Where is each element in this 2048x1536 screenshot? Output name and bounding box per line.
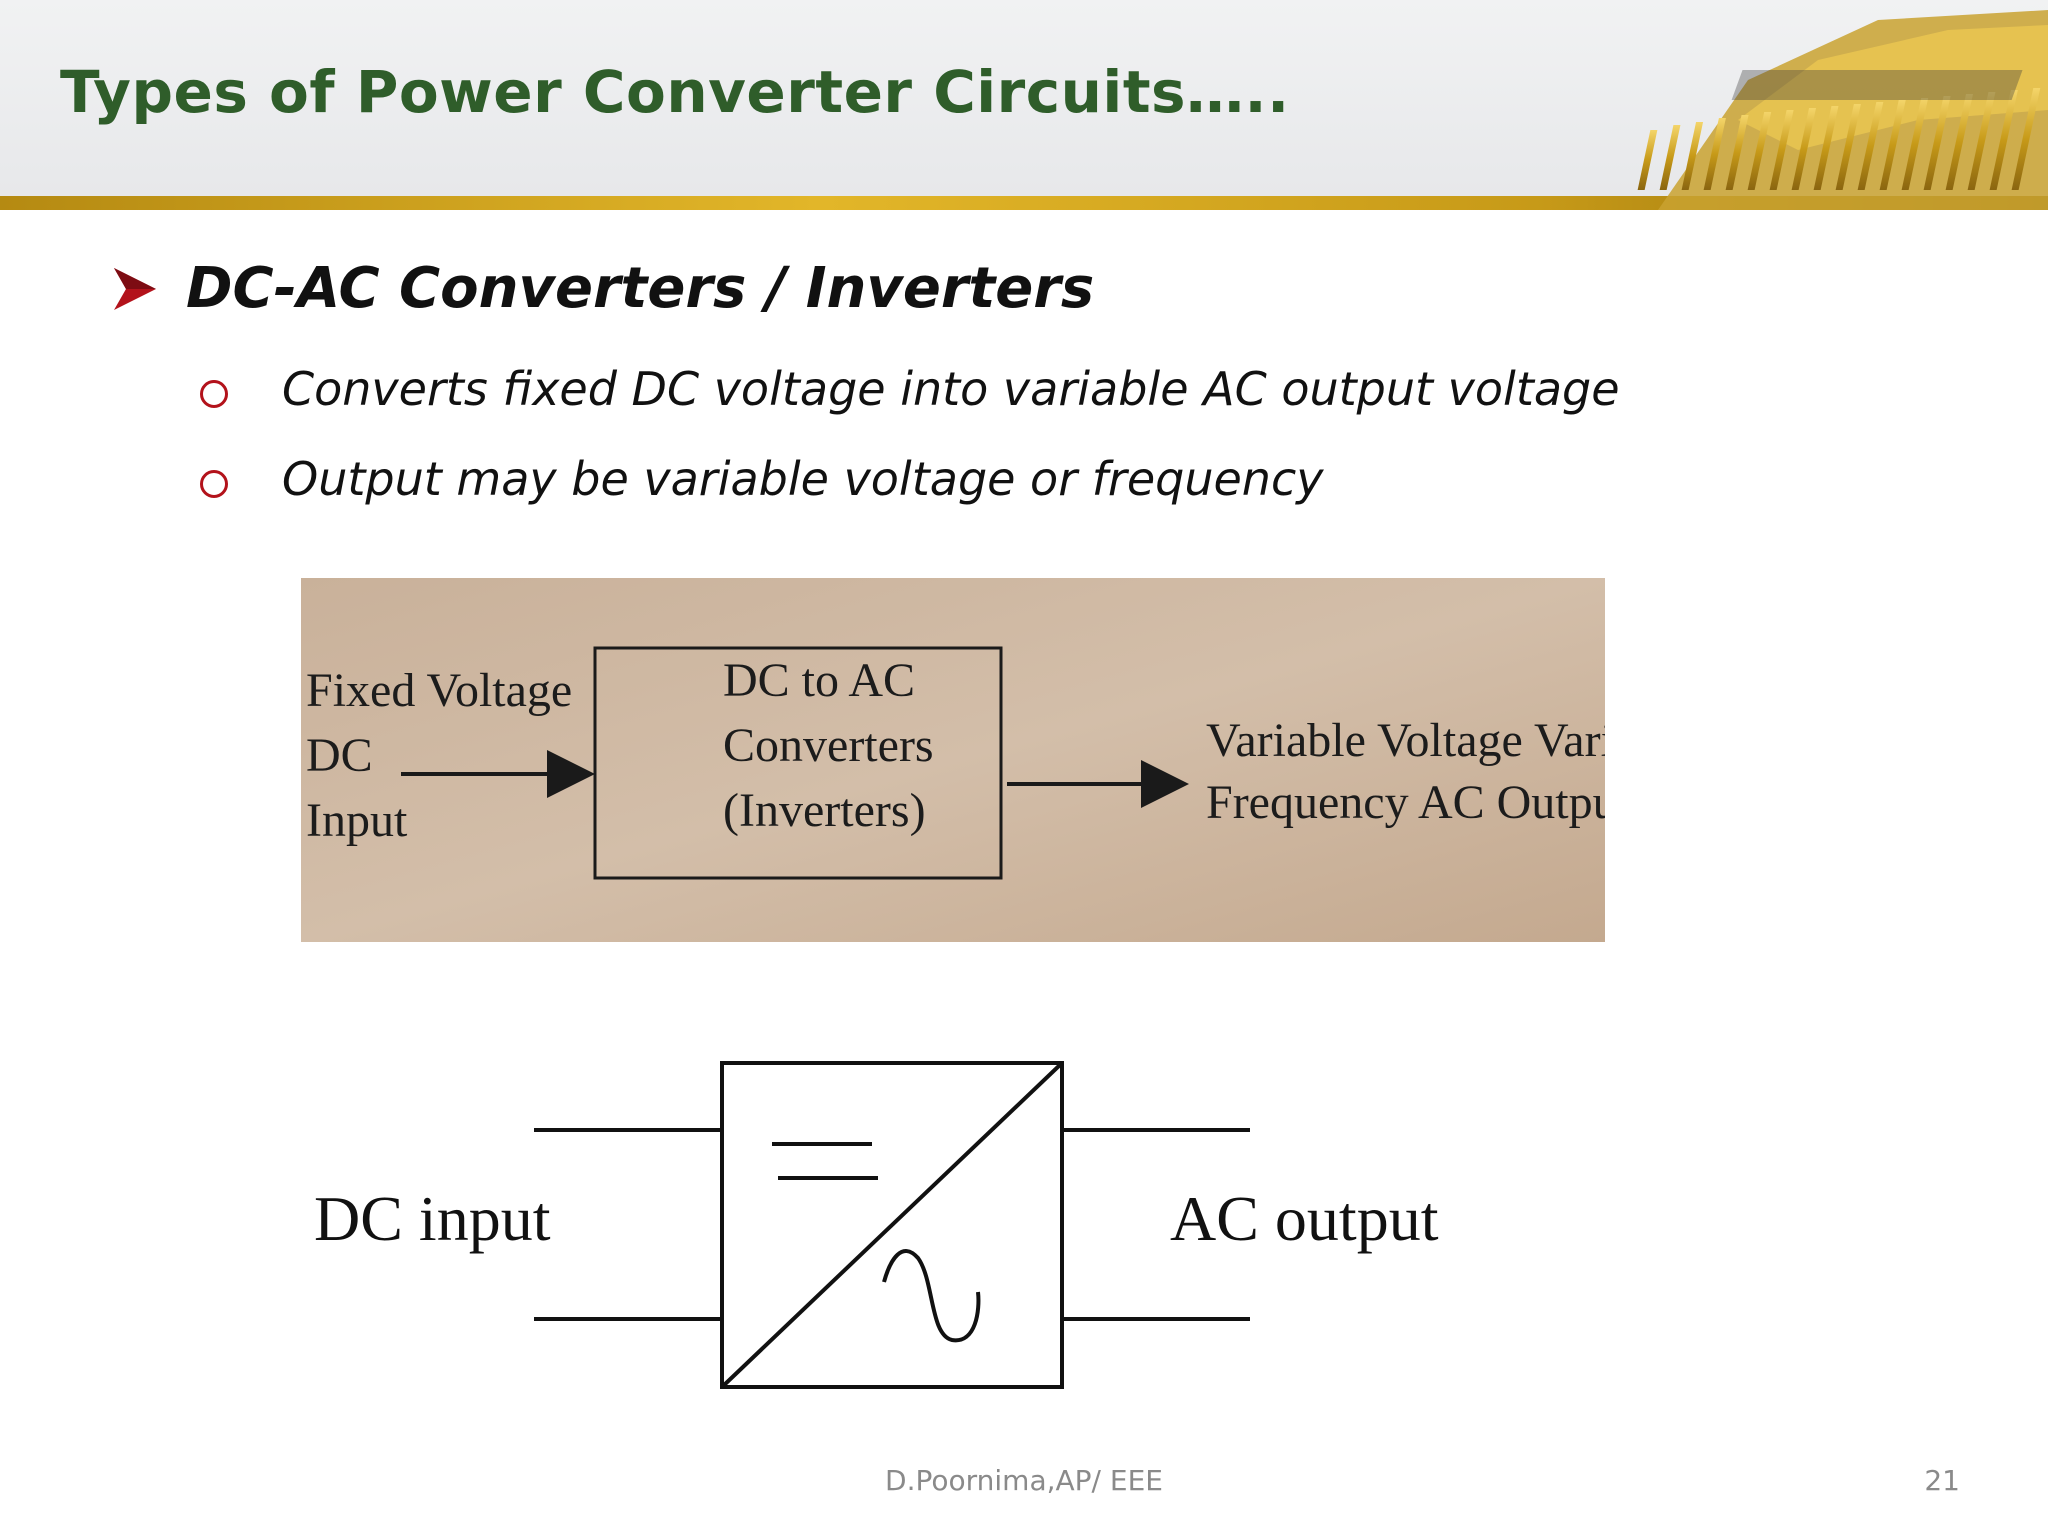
main-bullet-text: DC-AC Converters / Inverters — [186, 256, 1095, 321]
dc-input-label: DC input — [314, 1183, 551, 1254]
sub-bullet-item: Output may be variable voltage or freque… — [200, 452, 1323, 506]
hollow-circle-bullet-icon — [200, 470, 228, 498]
converter-block — [593, 646, 1003, 880]
output-label-line: Variable Voltage Varibale — [1206, 714, 1605, 767]
circuit-chip-pins-icon — [1637, 10, 2048, 210]
dc-ac-converter-symbol-icon — [720, 1061, 1064, 1389]
converter-block-line: DC to AC — [723, 654, 915, 707]
sub-bullet-text: Output may be variable voltage or freque… — [282, 452, 1324, 506]
input-label-line: Fixed Voltage — [306, 664, 572, 717]
converter-block-line: Converters — [723, 719, 934, 772]
sub-bullet-item: Converts fixed DC voltage into variable … — [200, 362, 1620, 416]
hollow-circle-bullet-icon — [200, 380, 228, 408]
output-label-line: Frequency AC Output — [1206, 776, 1605, 829]
photo-background — [301, 578, 1605, 942]
inverter-block-diagram-photo: Fixed Voltage DC Input DC to AC Converte… — [301, 578, 1605, 942]
footer-author: D.Poornima,AP/ EEE — [885, 1464, 1163, 1497]
slide-title: Types of Power Converter Circuits….. — [60, 58, 1290, 126]
header-gold-stripe — [0, 196, 2048, 210]
inverter-symbol-diagram: DC input AC output — [290, 1040, 1490, 1410]
page-number: 21 — [1924, 1464, 1960, 1497]
input-label-line: DC — [306, 729, 373, 782]
arrowhead-bullet-icon — [114, 267, 156, 310]
ac-output-label: AC output — [1170, 1183, 1439, 1254]
sub-bullet-text: Converts fixed DC voltage into variable … — [282, 362, 1620, 416]
converter-block-line: (Inverters) — [723, 784, 926, 837]
main-bullet: DC-AC Converters / Inverters — [112, 256, 1094, 321]
input-label-line: Input — [306, 794, 408, 847]
